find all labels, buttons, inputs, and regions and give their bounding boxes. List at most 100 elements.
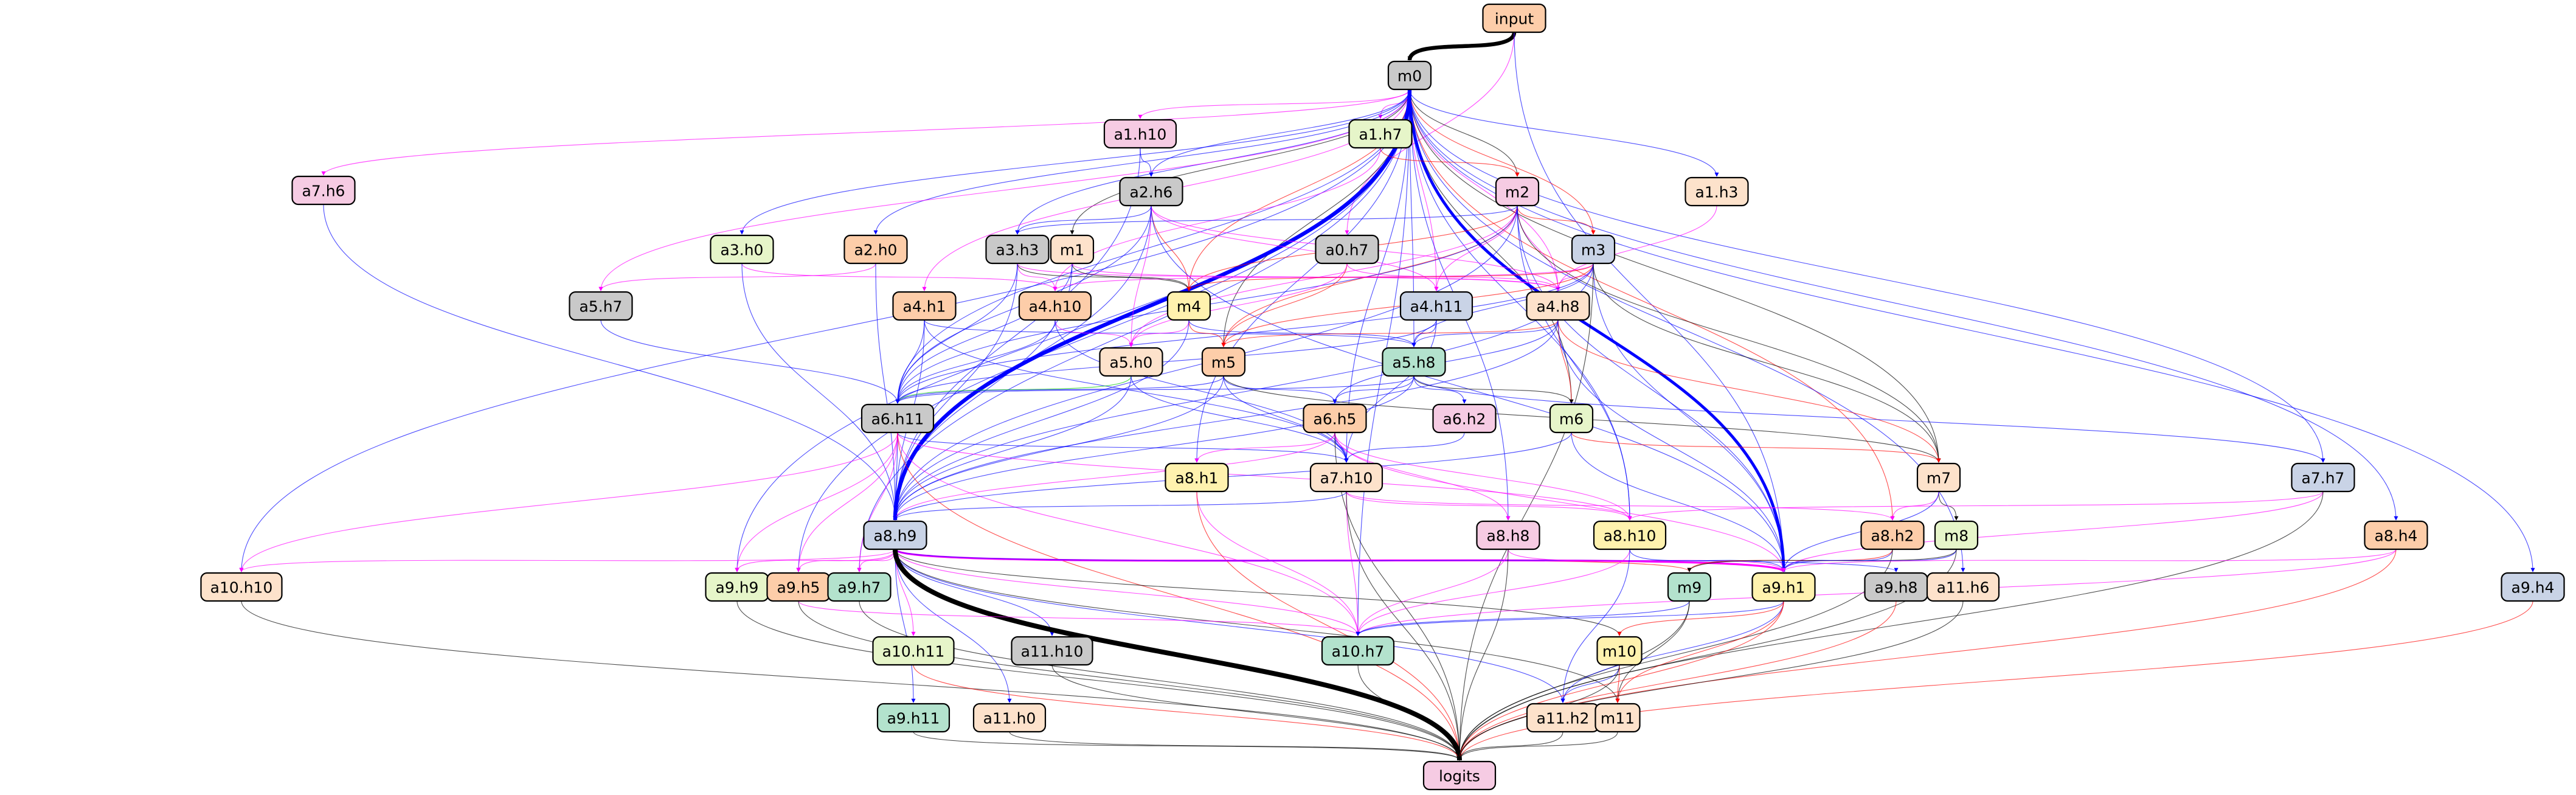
edge-a5-h0-to-a8-h9 (893, 375, 1132, 521)
node-a11-h2[interactable]: a11.h2 (1526, 703, 1600, 733)
node-box-a5-h7 (569, 291, 633, 321)
node-a1-h7[interactable]: a1.h7 (1348, 119, 1413, 149)
node-m11[interactable]: m11 (1594, 703, 1641, 733)
edge-a4-h10-to-a5-h0 (1054, 319, 1134, 347)
edge-a1-h7-to-m2 (1380, 147, 1520, 177)
node-box-a9-h11 (876, 703, 950, 733)
edge-a9-h4-to-logits (1457, 600, 2533, 761)
edge-m9-to-logits (1457, 600, 1690, 761)
node-box-a8-h1 (1165, 462, 1229, 493)
node-m9[interactable]: m9 (1667, 572, 1712, 602)
node-box-a6-h5 (1303, 403, 1367, 434)
node-a2-h0[interactable]: a2.h0 (843, 234, 908, 265)
edge-a7-h10-to-a8-h10 (1346, 491, 1632, 521)
node-m7[interactable]: m7 (1916, 462, 1961, 493)
node-m1[interactable]: m1 (1050, 234, 1095, 265)
node-a10-h7[interactable]: a10.h7 (1321, 636, 1395, 666)
node-a3-h0[interactable]: a3.h0 (710, 234, 774, 265)
node-a9-h1[interactable]: a9.h1 (1751, 572, 1816, 602)
node-a4-h10[interactable]: a4.h10 (1018, 291, 1092, 321)
node-box-a0-h7 (1315, 234, 1379, 265)
node-label-a8-h10: a8.h10 (1604, 527, 1657, 545)
edge-m0-to-a8-h9 (893, 89, 1412, 521)
node-logits[interactable]: logits (1422, 760, 1497, 791)
node-a5-h0[interactable]: a5.h0 (1099, 347, 1163, 377)
node-a9-h8[interactable]: a9.h8 (1864, 572, 1928, 602)
edge-m2-to-a5-h0 (1129, 205, 1518, 347)
node-label-a4-h1: a4.h1 (903, 298, 946, 316)
node-a9-h9[interactable]: a9.h9 (705, 572, 769, 602)
edge-a1-h10-to-a2-h6 (1140, 147, 1154, 177)
node-box-a8-h10 (1593, 520, 1667, 550)
node-a5-h8[interactable]: a5.h8 (1382, 347, 1446, 377)
node-m3[interactable]: m3 (1571, 234, 1616, 265)
node-label-m4: m4 (1177, 298, 1201, 316)
node-a1-h3[interactable]: a1.h3 (1684, 176, 1749, 207)
node-label-a4-h10: a4.h10 (1029, 298, 1082, 316)
node-input[interactable]: input (1482, 3, 1546, 33)
node-a7-h7[interactable]: a7.h7 (2291, 462, 2355, 493)
node-m6[interactable]: m6 (1549, 403, 1594, 434)
edge-a8-h9-to-a9-h9 (735, 549, 896, 572)
node-a11-h10[interactable]: a11.h10 (1011, 636, 1093, 666)
edge-a8-h10-to-a9-h1 (1629, 549, 1786, 572)
node-a1-h10[interactable]: a1.h10 (1103, 119, 1177, 149)
edge-a5-h8-to-m6 (1413, 375, 1574, 404)
node-a10-h10[interactable]: a10.h10 (200, 572, 283, 602)
node-a9-h5[interactable]: a9.h5 (766, 572, 831, 602)
node-a8-h2[interactable]: a8.h2 (1860, 520, 1925, 550)
edge-a9-h5-to-logits (798, 600, 1462, 761)
node-m2[interactable]: m2 (1495, 176, 1540, 207)
edge-a7-h10-to-logits (1346, 491, 1462, 761)
node-box-a8-h8 (1476, 520, 1540, 550)
edge-a6-h5-to-a8-h9 (893, 432, 1335, 521)
node-m4[interactable]: m4 (1166, 291, 1211, 321)
node-box-m11 (1594, 703, 1641, 733)
node-a4-h11[interactable]: a4.h11 (1399, 291, 1473, 321)
node-label-a11-h0: a11.h0 (983, 710, 1036, 727)
node-m0[interactable]: m0 (1387, 60, 1432, 91)
node-a2-h6[interactable]: a2.h6 (1119, 176, 1183, 207)
node-a7-h6[interactable]: a7.h6 (291, 175, 356, 206)
node-box-a7-h7 (2291, 462, 2355, 493)
node-a6-h5[interactable]: a6.h5 (1303, 403, 1367, 434)
edge-a11-h6-to-logits (1457, 600, 1964, 761)
node-a4-h1[interactable]: a4.h1 (892, 291, 957, 321)
edge-m10-to-a11-h2 (1560, 664, 1620, 703)
node-m10[interactable]: m10 (1596, 636, 1643, 666)
edge-a10-h7-to-logits (1357, 664, 1462, 761)
node-a8-h10[interactable]: a8.h10 (1593, 520, 1667, 550)
node-a3-h3[interactable]: a3.h3 (985, 234, 1050, 265)
node-m8[interactable]: m8 (1934, 520, 1979, 550)
edge-m10-to-m11 (1615, 664, 1620, 703)
node-a9-h7[interactable]: a9.h7 (827, 572, 892, 602)
edge-a7-h7-to-a8-h10 (1627, 491, 2324, 521)
node-a9-h11[interactable]: a9.h11 (876, 703, 950, 733)
node-a5-h7[interactable]: a5.h7 (569, 291, 633, 321)
node-a8-h4[interactable]: a8.h4 (2364, 520, 2428, 550)
node-box-a4-h1 (892, 291, 957, 321)
node-a9-h4[interactable]: a9.h4 (2501, 572, 2565, 602)
node-a11-h6[interactable]: a11.h6 (1926, 572, 2000, 602)
node-box-m7 (1916, 462, 1961, 493)
node-label-m9: m9 (1677, 579, 1702, 597)
edge-a2-h6-to-a8-h9 (893, 205, 1152, 521)
node-m5[interactable]: m5 (1201, 347, 1246, 377)
node-a11-h0[interactable]: a11.h0 (972, 703, 1047, 733)
edge-m3-to-a4-h10 (1053, 263, 1594, 291)
edge-a6-h2-to-a7-h10 (1344, 432, 1465, 463)
edge-a4-h8-to-a5-h8 (1411, 319, 1559, 347)
node-a8-h9[interactable]: a8.h9 (863, 520, 927, 550)
node-a4-h8[interactable]: a4.h8 (1526, 291, 1590, 321)
node-a0-h7[interactable]: a0.h7 (1315, 234, 1379, 265)
edge-m0-to-a7-h10 (1344, 89, 1410, 463)
node-a7-h10[interactable]: a7.h10 (1309, 462, 1383, 493)
node-a8-h8[interactable]: a8.h8 (1476, 520, 1540, 550)
node-a8-h1[interactable]: a8.h1 (1165, 462, 1229, 493)
node-a6-h2[interactable]: a6.h2 (1432, 403, 1497, 434)
node-a10-h11[interactable]: a10.h11 (872, 636, 955, 666)
node-a6-h11[interactable]: a6.h11 (860, 403, 935, 434)
edge-m0-to-a10-h10 (239, 89, 1410, 572)
node-label-a2-h6: a2.h6 (1130, 184, 1173, 201)
edge-a2-h0-to-a5-h7 (598, 263, 876, 291)
